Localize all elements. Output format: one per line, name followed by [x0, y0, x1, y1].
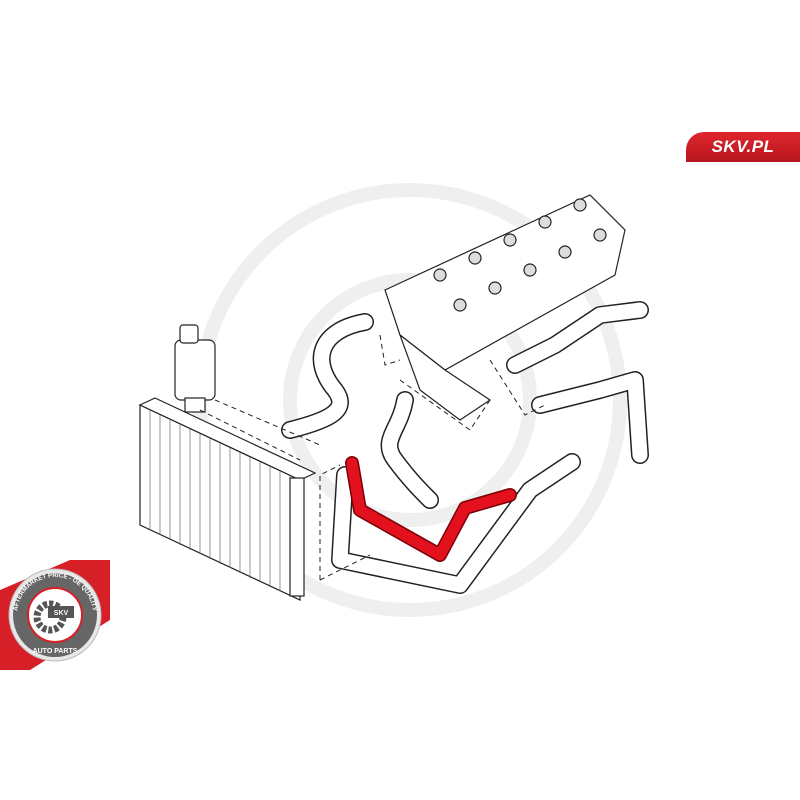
brand-label: SKV.PL: [711, 137, 775, 156]
brand-logo-tab: SKV.PL: [686, 132, 800, 162]
badge-center-text: SKV: [54, 610, 69, 617]
badge-bottom-text: AUTO PARTS: [33, 648, 78, 655]
badge-seal-icon: AFTERMARKET PRICE - OE QUALITY SKV AUTO …: [0, 560, 110, 670]
expansion-tank: [174, 324, 216, 413]
engine-cylinder-head: [384, 194, 626, 421]
skv-quality-badge: AFTERMARKET PRICE - OE QUALITY SKV AUTO …: [0, 560, 110, 670]
highlighted-radiator-hose: [345, 456, 517, 562]
radiator: [138, 397, 317, 601]
assembly-dashed-lines: [199, 334, 546, 581]
